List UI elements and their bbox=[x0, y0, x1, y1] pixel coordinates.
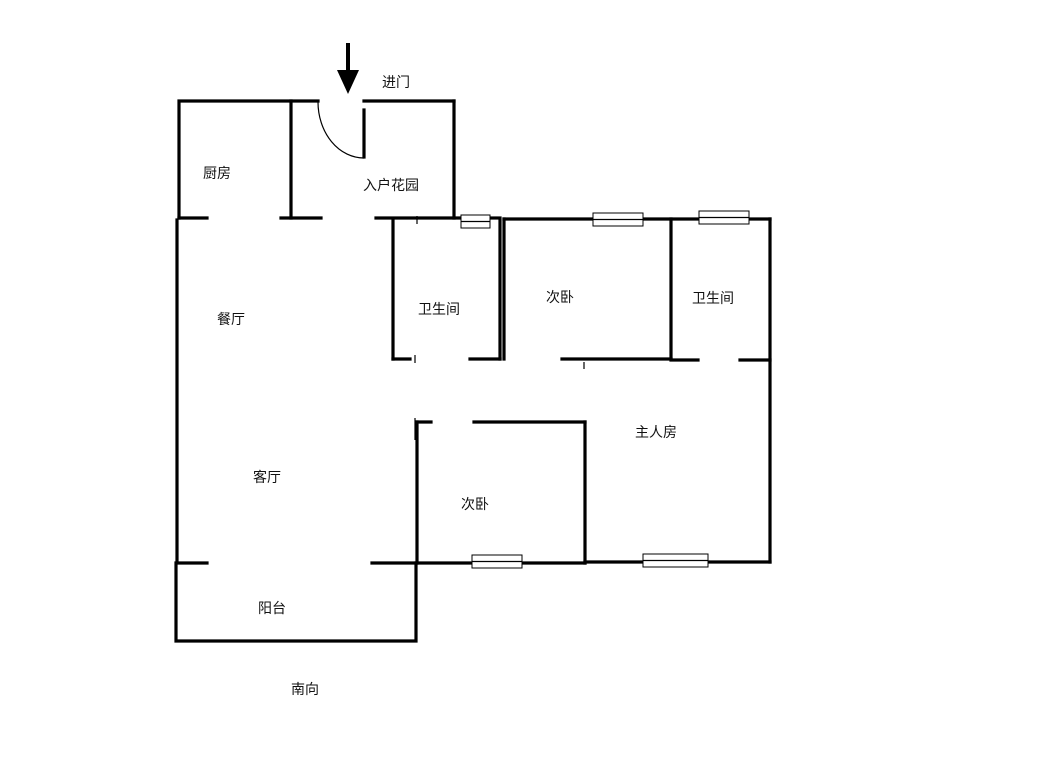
entrance-door-swing bbox=[317, 101, 365, 159]
room-label-living: 客厅 bbox=[253, 469, 281, 486]
room-label-bathroom-2: 卫生间 bbox=[692, 291, 734, 307]
window-secondary-bedroom-1 bbox=[592, 212, 644, 227]
entrance-arrow-icon bbox=[337, 43, 359, 94]
room-label-master-bedroom: 主人房 bbox=[635, 425, 677, 441]
window-secondary-bedroom-2 bbox=[471, 554, 523, 569]
room-label-secondary-bedroom-1: 次卧 bbox=[546, 290, 574, 306]
wall-ticks bbox=[414, 216, 585, 440]
window-bathroom-1 bbox=[460, 214, 491, 229]
window-master-bedroom bbox=[642, 553, 709, 568]
orientation-label: 南向 bbox=[291, 682, 319, 698]
entrance-label: 进门 bbox=[382, 75, 410, 91]
window-bathroom-2 bbox=[698, 210, 750, 225]
room-label-balcony: 阳台 bbox=[258, 601, 286, 617]
room-label-secondary-bedroom-2: 次卧 bbox=[461, 497, 489, 513]
room-label-dining: 餐厅 bbox=[217, 312, 245, 328]
room-label-kitchen: 厨房 bbox=[203, 166, 231, 182]
room-label-entry-garden: 入户花园 bbox=[363, 177, 419, 194]
windows bbox=[460, 210, 750, 569]
room-label-bathroom-1: 卫生间 bbox=[418, 302, 460, 318]
